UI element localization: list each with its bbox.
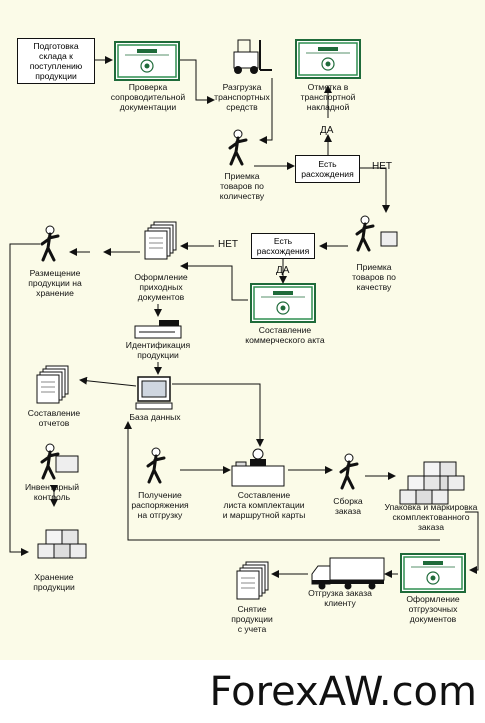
documents-icon-receipt bbox=[144, 221, 177, 260]
warehouse-process-diagram: Подготовка склада к поступлению продукци… bbox=[0, 0, 485, 660]
boxes-icon-storage bbox=[37, 529, 87, 559]
label-mark-waybill: Отметка в транспортной накладной bbox=[300, 82, 356, 112]
decision-discrepancy-1-label: Есть расхождения bbox=[301, 159, 354, 179]
certificate-icon-ship-docs bbox=[400, 553, 466, 593]
worker-icon-order bbox=[146, 446, 166, 484]
forklift-icon bbox=[233, 39, 272, 74]
decision-discrepancy-2-label: Есть расхождения bbox=[256, 236, 310, 256]
box-icon-quality bbox=[380, 231, 398, 247]
label-packing: Упаковка и маркировка скомплектованного … bbox=[384, 502, 478, 532]
label-unload: Разгрузка транспортных средств bbox=[214, 82, 270, 112]
computer-icon bbox=[135, 376, 173, 410]
label-accept-quality: Приемка товаров по качеству bbox=[352, 262, 396, 292]
watermark: ForexAW.com bbox=[0, 660, 485, 723]
node-prep: Подготовка склада к поступлению продукци… bbox=[17, 38, 95, 84]
label-writeoff: Снятие продукции с учета bbox=[231, 604, 273, 634]
label-pick-list: Составление листа комплектации и маршрут… bbox=[222, 490, 306, 520]
decision-no-1: НЕТ bbox=[372, 161, 392, 172]
label-reports: Составление отчетов bbox=[27, 408, 81, 428]
scanner-icon bbox=[134, 320, 182, 339]
certificate-icon-check bbox=[114, 41, 180, 81]
label-database: База данных bbox=[129, 412, 181, 422]
decision-discrepancy-1: Есть расхождения bbox=[295, 155, 360, 183]
worker-icon-place bbox=[40, 224, 60, 262]
decision-yes-2: ДА bbox=[276, 265, 290, 276]
decision-discrepancy-2: Есть расхождения bbox=[251, 233, 315, 259]
decision-no-2: НЕТ bbox=[218, 239, 238, 250]
worker-icon-assembly bbox=[339, 452, 359, 490]
documents-icon-reports bbox=[36, 365, 69, 404]
label-storage: Хранение продукции bbox=[33, 572, 75, 592]
connectors bbox=[9, 56, 479, 578]
node-prep-label: Подготовка склада к поступлению продукци… bbox=[29, 41, 83, 81]
certificate-icon-waybill bbox=[295, 39, 361, 79]
documents-icon-writeoff bbox=[236, 561, 269, 600]
truck-icon bbox=[311, 557, 385, 590]
certificate-icon-act bbox=[250, 283, 316, 323]
label-receipt-docs: Оформление приходных документов bbox=[134, 272, 188, 302]
label-check-docs: Проверка сопроводительной документации bbox=[110, 82, 186, 112]
box-icon-inventory bbox=[55, 455, 79, 473]
worker-icon-qty bbox=[228, 128, 248, 166]
label-assembly: Сборка заказа bbox=[333, 496, 363, 516]
label-ship-docs: Оформление отгрузочных документов bbox=[406, 594, 460, 624]
label-ship-client: Отгрузка заказа клиенту bbox=[308, 588, 372, 608]
label-get-order: Получение распоряжения на отгрузку bbox=[131, 490, 189, 520]
label-accept-qty: Приемка товаров по количеству bbox=[219, 171, 265, 201]
label-identify: Идентификация продукции bbox=[125, 340, 191, 360]
decision-yes-1: ДА bbox=[320, 125, 334, 136]
worker-icon-quality bbox=[355, 214, 375, 252]
office-desk-icon bbox=[231, 448, 285, 487]
diagram-graphics bbox=[9, 39, 479, 600]
label-place: Размещение продукции на хранение bbox=[28, 268, 82, 298]
label-commercial-act: Составление коммерческого акта bbox=[245, 325, 325, 345]
label-inventory: Инвентарный контроль bbox=[24, 482, 80, 502]
